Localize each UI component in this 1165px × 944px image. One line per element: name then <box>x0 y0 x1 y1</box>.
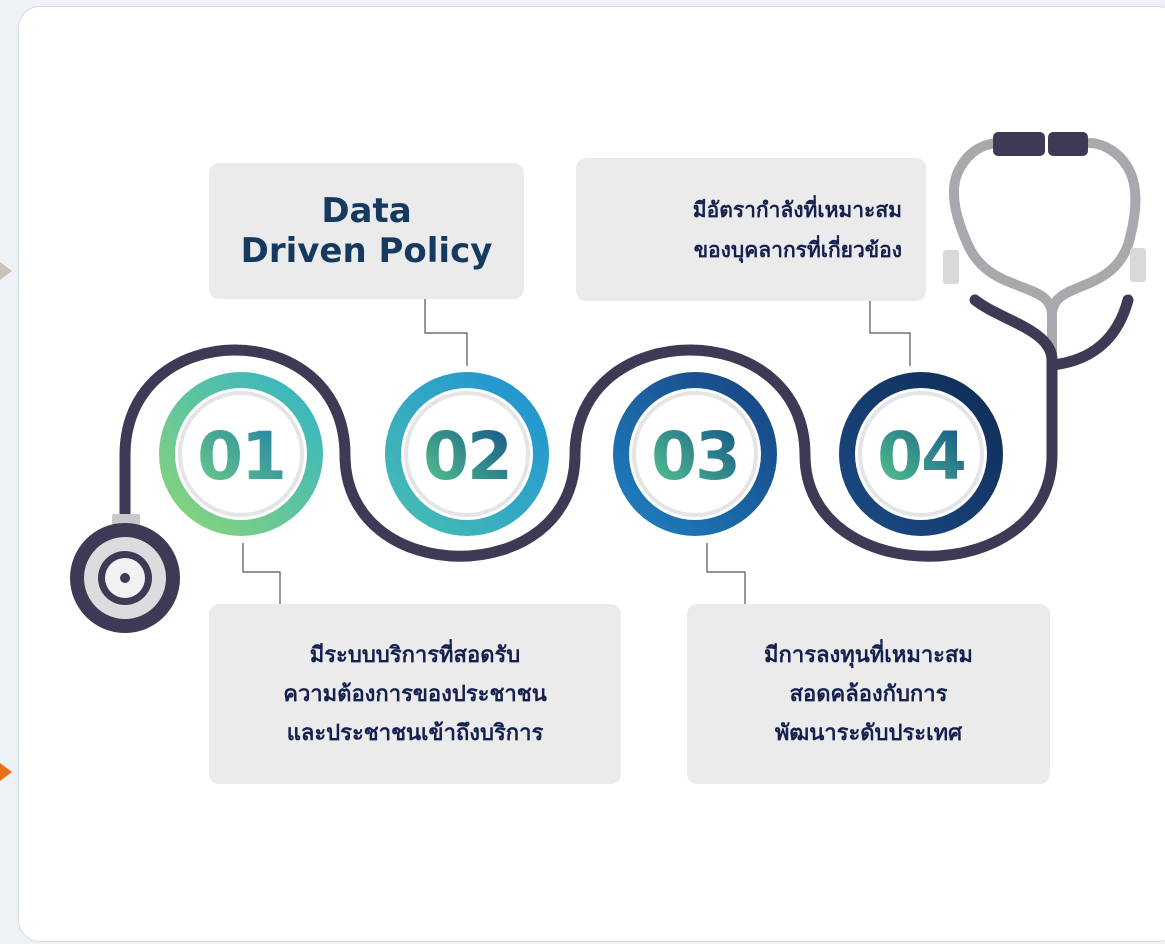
step-04-line: มีอัตรากำลังที่เหมาะสม <box>692 197 902 222</box>
step-02-line: Driven Policy <box>240 231 493 271</box>
tube-clip-right <box>1130 248 1146 282</box>
connector-step-01 <box>242 543 281 604</box>
step-01-ring: 01 <box>159 372 323 536</box>
step-01-line: ความต้องการของประชาชน <box>283 681 547 707</box>
step-04-text-box: มีอัตรากำลังที่เหมาะสม ของบุคลากรที่เกี่… <box>576 158 926 301</box>
ear-tube-left <box>948 138 1057 320</box>
tube-clip-left <box>943 250 959 284</box>
connector-step-03 <box>706 543 746 604</box>
step-03-text-box: มีการลงทุนที่เหมาะสม สอดคล้องกับการ พัฒน… <box>687 604 1050 784</box>
step-02-ring: 02 <box>385 372 549 536</box>
step-02-number: 02 <box>423 418 511 495</box>
step-03-line: สอดคล้องกับการ <box>789 681 948 707</box>
step-01-line: มีระบบบริการที่สอดรับ <box>309 642 521 668</box>
side-arrow-icon <box>0 763 12 781</box>
connector-step-02 <box>424 299 468 366</box>
step-02-text-box: Data Driven Policy <box>209 163 524 299</box>
step-01-line: และประชาชนเข้าถึงบริการ <box>286 720 544 746</box>
step-04-line: ของบุคลากรที่เกี่ยวข้อง <box>693 237 902 262</box>
stethoscope-tube <box>119 294 1058 562</box>
step-01-number: 01 <box>197 418 285 495</box>
step-03-number: 03 <box>651 418 739 495</box>
step-02-line: Data <box>321 191 412 231</box>
step-01-text-box: มีระบบบริการที่สอดรับ ความต้องการของประช… <box>209 604 621 784</box>
step-03-line: มีการลงทุนที่เหมาะสม <box>764 642 973 668</box>
step-03-line: พัฒนาระดับประเทศ <box>774 720 963 746</box>
connector-step-04 <box>869 301 911 366</box>
step-04-ring: 04 <box>839 372 1003 536</box>
stethoscope-tube-branch <box>1046 294 1134 371</box>
earpiece-right-icon <box>1048 132 1088 156</box>
earpiece-left-icon <box>993 132 1045 156</box>
step-03-ring: 03 <box>613 372 777 536</box>
ear-tube-right <box>1047 138 1141 365</box>
step-04-number: 04 <box>877 418 965 495</box>
side-arrow-icon <box>0 262 12 280</box>
